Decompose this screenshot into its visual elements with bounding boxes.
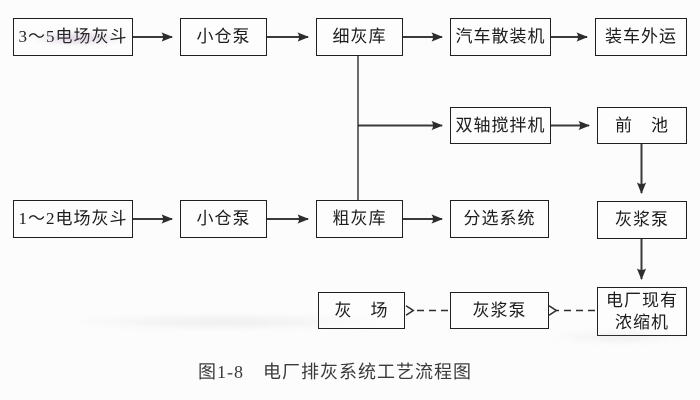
node-load-truck-out: 装车外运 (595, 18, 687, 56)
node-twin-shaft-mixer: 双轴搅拌机 (450, 107, 551, 144)
node-label: 小仓泵 (196, 209, 251, 229)
figure-caption: 图1-8 电厂排灰系统工艺流程图 (198, 362, 472, 382)
node-existing-thickener: 电厂现有 浓缩机 (597, 287, 687, 336)
node-small-silo-pump-top: 小仓泵 (180, 18, 267, 56)
node-fine-ash-silo: 细灰库 (316, 18, 403, 56)
node-sorting-system: 分选系统 (450, 200, 549, 238)
node-coarse-ash-silo: 粗灰库 (316, 200, 403, 238)
node-ash-slurry-pump-upper: 灰浆泵 (597, 201, 687, 239)
node-fore-pool: 前 池 (597, 107, 687, 144)
node-label: 双轴搅拌机 (455, 115, 546, 135)
node-label: 小仓泵 (196, 27, 251, 47)
node-truck-bulk-loader: 汽车散装机 (450, 18, 551, 56)
node-label: 细灰库 (332, 27, 387, 47)
node-hopper-fields-1-2: 1～2电场灰斗 (13, 200, 133, 238)
node-label: 分选系统 (463, 209, 536, 229)
node-label: 电厂现有 浓缩机 (606, 291, 678, 332)
node-label: 1～2电场灰斗 (18, 209, 128, 229)
node-hopper-fields-3-5: 3～5电场灰斗 (13, 18, 133, 56)
node-ash-yard: 灰 场 (318, 292, 405, 329)
node-label: 装车外运 (605, 27, 677, 47)
node-small-silo-pump-bottom: 小仓泵 (180, 200, 267, 238)
node-label: 前 池 (615, 115, 669, 135)
node-label: 3～5电场灰斗 (18, 27, 128, 47)
node-label: 汽车散装机 (455, 27, 546, 47)
node-label: 灰浆泵 (472, 300, 527, 320)
node-label: 粗灰库 (332, 209, 387, 229)
node-ash-slurry-pump-lower: 灰浆泵 (450, 292, 549, 329)
node-label: 灰浆泵 (615, 210, 669, 230)
node-label: 灰 场 (334, 300, 389, 320)
